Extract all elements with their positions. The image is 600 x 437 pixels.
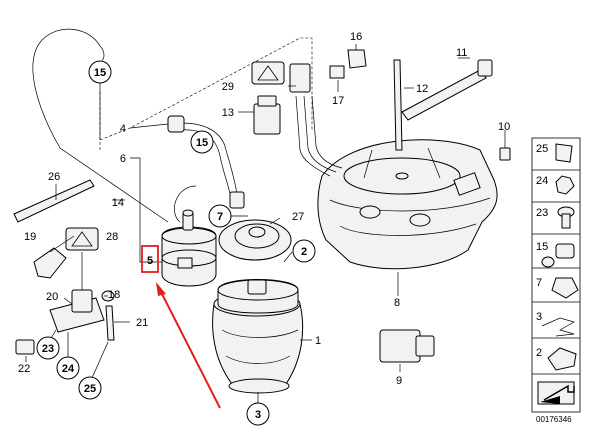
callout-29: 29: [222, 81, 234, 93]
callout-19: 19: [24, 231, 36, 243]
callout-4: 4: [120, 123, 126, 135]
callout-15a: 15: [94, 67, 106, 79]
tube-loop: [174, 185, 197, 223]
cover-wire-1: [295, 95, 331, 177]
part-29-label: [251, 61, 285, 85]
wiring-harness: [32, 28, 169, 223]
sensor-wire: [171, 122, 239, 201]
part-10-bolt: [499, 136, 511, 161]
callout-bubble-7: [208, 204, 232, 228]
callout-7: 7: [217, 211, 223, 223]
callout-10: 10: [498, 121, 510, 133]
part-8-cover: [317, 139, 498, 270]
part-12-stud: [393, 59, 403, 151]
part-4-connector: [167, 115, 185, 133]
callout-20: 20: [46, 291, 58, 303]
part-19-connector: [33, 247, 67, 279]
sensor-wire-2: [175, 129, 233, 205]
leader-6: [130, 157, 162, 263]
part-16-clip: [347, 49, 367, 69]
callout-23: 23: [42, 343, 54, 355]
callout-26: 26: [48, 171, 60, 183]
leader-25: [91, 341, 109, 379]
legend-plug-icon: [541, 243, 575, 268]
leader-20: [63, 297, 73, 305]
highlight-arrow: [156, 282, 221, 409]
callout-27: 27: [292, 211, 304, 223]
legend-arrow-icon: [537, 381, 575, 405]
callout-13: 13: [222, 107, 234, 119]
callout-3: 3: [255, 409, 261, 421]
highlight-box-5: [141, 245, 159, 273]
part-15-plug: [229, 191, 245, 209]
leader-2: [283, 251, 293, 263]
callout-5: 5: [147, 255, 153, 267]
callout-bubble-25: [78, 376, 102, 400]
callout-12: 12: [416, 83, 428, 95]
callout-6: 6: [120, 153, 126, 165]
callout-21: 21: [136, 317, 148, 329]
legend-label-2: 2: [536, 347, 542, 359]
legend-clip-icon: [555, 143, 573, 163]
callout-24: 24: [62, 363, 75, 375]
callout-bubble-15b: [190, 130, 214, 154]
callout-bubble-2: [292, 239, 316, 263]
cover-wire-2: [303, 95, 337, 173]
legend-label-25: 25: [536, 143, 548, 155]
part-11-cable-tie: [401, 69, 487, 121]
legend-label-15: 15: [536, 241, 548, 253]
assembly-outline: [99, 37, 313, 150]
legend-bracket-icon: [547, 347, 577, 371]
legend-label-7: 7: [536, 277, 542, 289]
callout-11: 11: [456, 47, 467, 59]
callout-9: 9: [396, 375, 402, 387]
diagram-id: 00176346: [536, 415, 572, 424]
legend-label-24: 24: [536, 175, 548, 187]
part-22-clip: [15, 339, 35, 355]
part-28-label: [65, 227, 99, 251]
legend-label-3: 3: [536, 311, 542, 323]
part-11-head: [477, 59, 493, 77]
callout-2: 2: [301, 246, 307, 258]
part-1-air-spring: [212, 279, 304, 394]
part-17-nut: [329, 65, 345, 79]
legend-washer-icon: [551, 277, 579, 299]
callout-14: 14: [112, 197, 124, 209]
part-5-reservoir: [161, 209, 217, 287]
callout-28: 28: [106, 231, 118, 243]
callout-bubble-24: [56, 356, 80, 380]
legend-label-23: 23: [536, 207, 548, 219]
callout-1: 1: [315, 335, 321, 347]
part-9-valve: [379, 329, 435, 363]
part-plug-top: [289, 63, 311, 93]
part-27-mount: [218, 219, 292, 261]
leader-19: [49, 235, 75, 253]
callout-22: 22: [18, 363, 30, 375]
part-21-link: [105, 305, 115, 341]
leader-4: [129, 123, 169, 129]
legend-panel: [531, 137, 581, 413]
part-13-relay: [253, 95, 281, 135]
callout-8: 8: [394, 297, 400, 309]
legend-spring-clip-icon: [541, 317, 575, 337]
callout-15b: 15: [196, 137, 208, 149]
callout-17: 17: [332, 95, 344, 107]
callout-16: 16: [350, 31, 362, 43]
callout-bubble-23: [36, 336, 60, 360]
leader-27: [269, 217, 281, 225]
callout-bubble-3: [246, 402, 270, 426]
part-26-cable-tie: [13, 179, 95, 223]
cover-wire-3: [311, 95, 343, 169]
legend-nut-icon: [555, 175, 575, 195]
callout-18: 18: [108, 289, 120, 301]
callout-bubble-15a: [88, 60, 112, 84]
callout-25: 25: [84, 383, 96, 395]
legend-screw-icon: [557, 206, 575, 229]
wiring-end: [99, 45, 105, 61]
